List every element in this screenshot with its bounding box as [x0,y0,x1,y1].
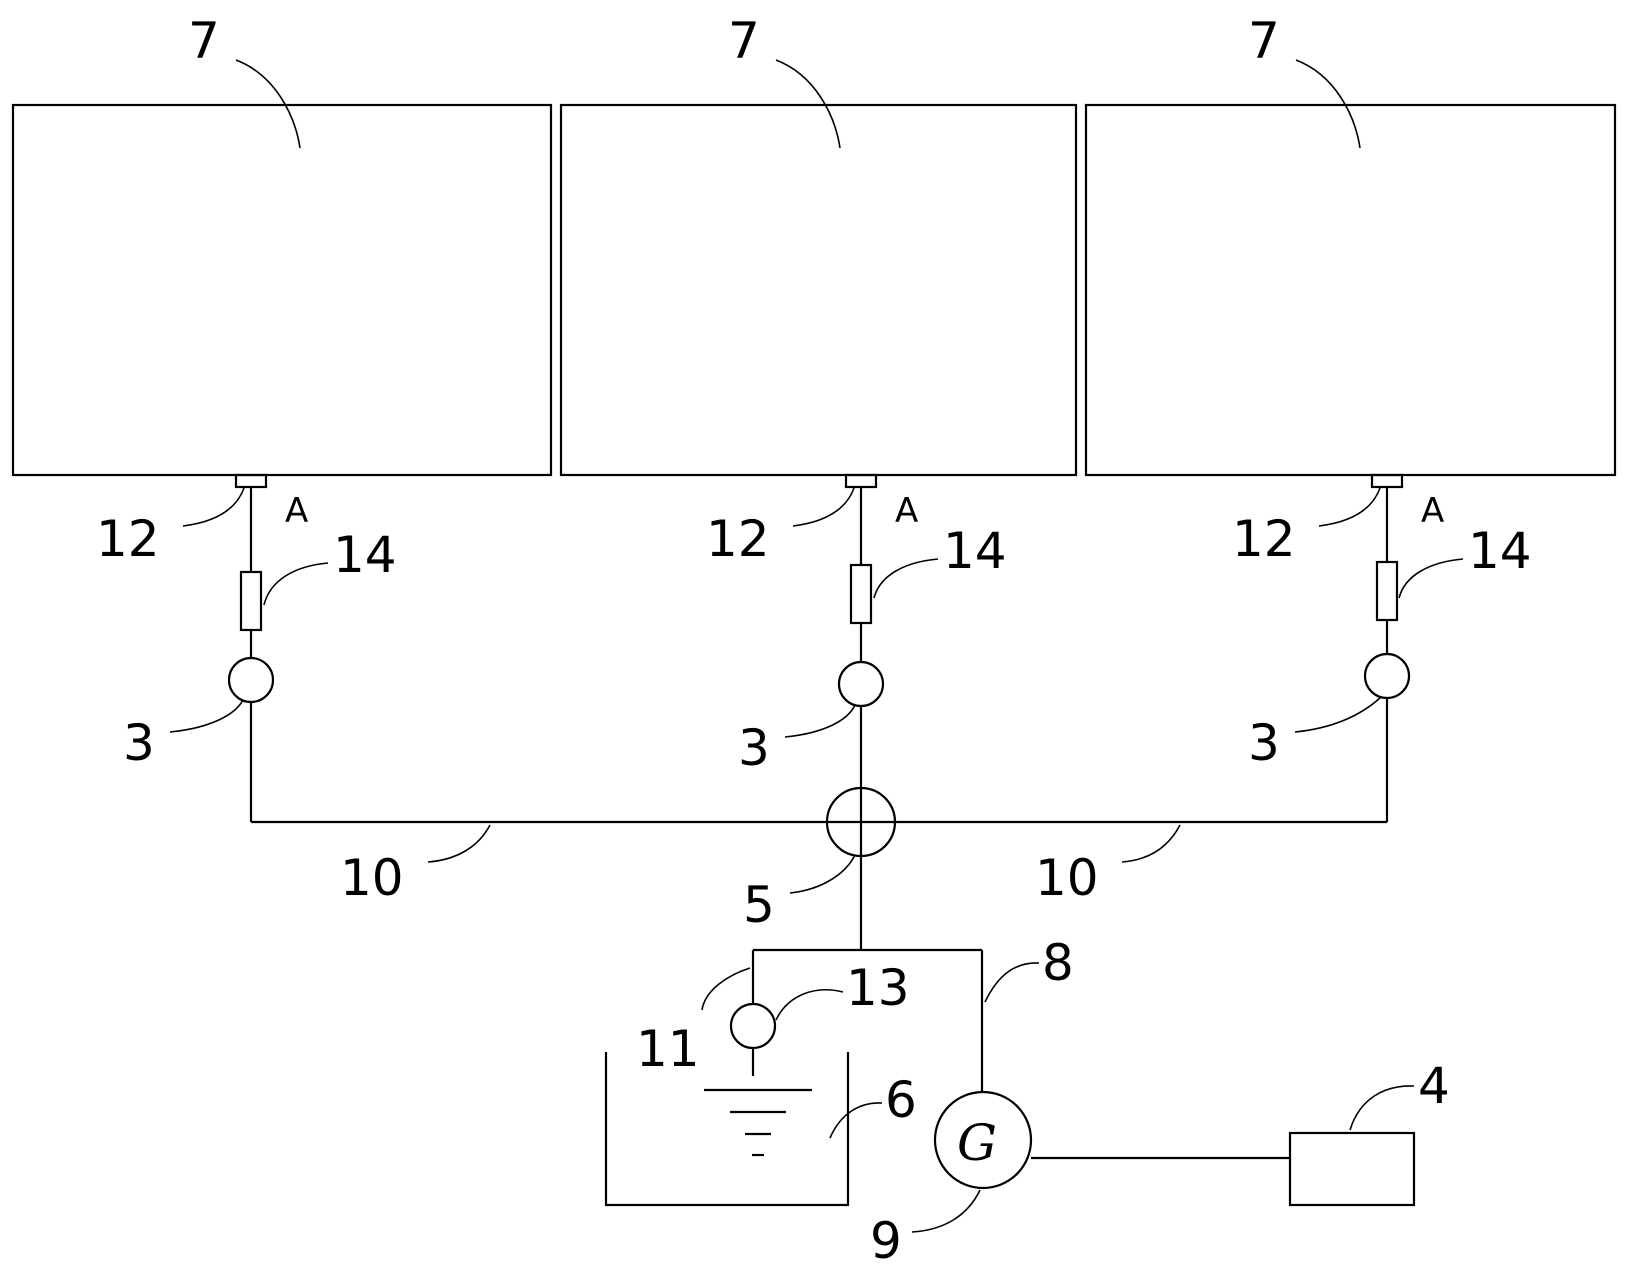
meter-middle [849,563,873,625]
main-valve-label: 5 [743,876,775,934]
tank [604,1052,850,1207]
cell-right [1084,103,1617,477]
outlet-leader-left [182,487,245,527]
valve-leader-right [1294,697,1381,733]
valve-right [1363,652,1411,700]
meter-label-left: 14 [333,526,397,584]
outlet-leader-right [1318,487,1381,527]
outlet-label-left: 12 [96,510,160,568]
cell-middle [559,103,1078,477]
meter-left [239,570,263,632]
valve-label-right: 3 [1248,714,1280,772]
meter-leader-left [263,562,329,606]
tank-label: 6 [885,1071,917,1129]
valve-leader-left [169,699,244,733]
cell-leader-right [1295,59,1361,149]
valve-label-middle: 3 [738,719,770,777]
branch-pipe-leader-left [427,824,491,863]
valve-middle [837,660,885,708]
branch-right [1363,473,1411,822]
cell-label-left: 7 [188,12,220,70]
cell-label-right: 7 [1248,12,1280,70]
meter-right [1375,560,1399,622]
branch-left [227,473,275,822]
sensor-label: 13 [846,959,910,1017]
point-label-middle: A [895,491,918,531]
generator-label: 9 [870,1212,902,1270]
branch-pipe-label-right: 10 [1035,849,1099,907]
controller-box [1288,1131,1416,1207]
valve-leader-middle [784,704,856,738]
outlet-right [1370,473,1404,489]
outlet-middle [844,473,878,489]
outlet-label-middle: 12 [706,510,770,568]
lower-system [604,948,1416,1207]
meter-leader-right [1398,558,1464,599]
outlet-left [234,473,268,489]
point-label-left: A [285,491,308,531]
cell-label-middle: 7 [728,12,760,70]
return-pipe-leader [984,962,1040,1003]
cell-leader-middle [775,59,841,149]
cell-left [11,103,553,477]
generator-symbol: G [957,1114,997,1172]
sensor-leader [775,989,844,1021]
meter-leader-middle [873,558,939,599]
branch-middle [837,473,885,950]
cell-leader-left [235,59,301,149]
generator-leader [911,1189,981,1233]
pipe-11-label: 11 [636,1020,700,1078]
controller-label: 4 [1418,1057,1450,1115]
branch-pipe-label-left: 10 [340,849,404,907]
tank-leader [829,1102,883,1139]
branch-pipe-leader-right [1121,824,1181,863]
meter-label-middle: 14 [943,522,1007,580]
cell-group [11,103,1617,477]
sensor [729,1002,777,1050]
meter-label-right: 14 [1468,522,1532,580]
outlet-label-right: 12 [1232,510,1296,568]
generator [933,1090,1033,1190]
controller-leader [1349,1085,1415,1131]
outlet-leader-middle [792,487,855,527]
main-valve-leader [789,854,856,894]
return-pipe-label: 8 [1042,934,1074,992]
pipe-11-leader [701,967,751,1011]
point-label-right: A [1421,491,1444,531]
valve-label-left: 3 [123,714,155,772]
valve-left [227,656,275,704]
